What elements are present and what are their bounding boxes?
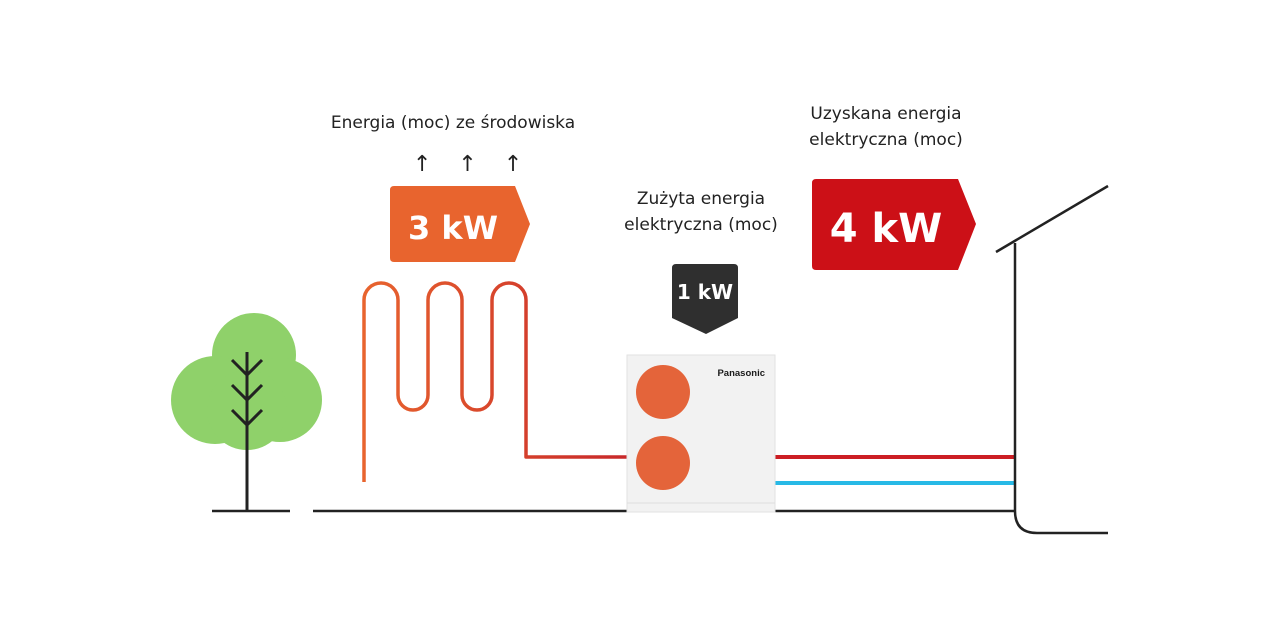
- environment-power-label: Energia (moc) ze środowiska: [330, 113, 576, 133]
- environment-power-badge: 3 kW: [390, 186, 530, 262]
- obtained-label-line2: elektryczna (moc): [809, 130, 963, 150]
- tree-icon: [171, 313, 322, 511]
- obtained-power-value: 4 kW: [830, 206, 942, 252]
- environment-power-value: 3 kW: [408, 209, 498, 247]
- obtained-power-badge: 4 kW: [812, 179, 976, 270]
- fan-icon: [636, 365, 690, 419]
- consumed-power-label: Zużyta energia elektryczna (moc): [611, 186, 791, 238]
- fan-icon: [636, 436, 690, 490]
- consumed-power-value: 1 kW: [677, 280, 733, 304]
- heat-pump-unit: Panasonic: [626, 354, 776, 513]
- house-icon: [995, 184, 1109, 535]
- up-arrows-icon: ↑ ↑ ↑: [413, 152, 533, 177]
- obtained-power-label: Uzyskana energia elektryczna (moc): [796, 101, 976, 153]
- consumed-power-badge: 1 kW: [672, 264, 738, 334]
- obtained-label-line1: Uzyskana energia: [810, 104, 962, 124]
- unit-brand-logo: Panasonic: [717, 368, 765, 379]
- consumed-label-line1: Zużyta energia: [636, 189, 766, 209]
- ground-collector-coil: [362, 281, 627, 482]
- consumed-label-line2: elektryczna (moc): [624, 215, 778, 235]
